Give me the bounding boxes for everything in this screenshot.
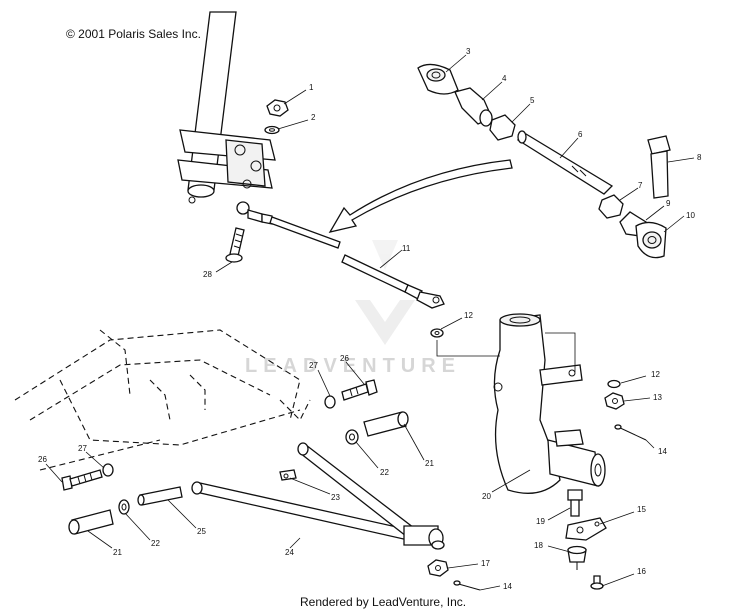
rod-end-10 bbox=[635, 221, 667, 259]
bushing-21-right bbox=[363, 411, 409, 437]
bushing-21-left bbox=[68, 509, 114, 535]
callout-22-right: 22 bbox=[380, 468, 389, 477]
bolt-26-right bbox=[341, 379, 378, 401]
rod-end-3 bbox=[417, 63, 459, 95]
callout-27-right: 27 bbox=[309, 361, 318, 370]
callout-19: 19 bbox=[536, 517, 545, 526]
nut-1 bbox=[266, 99, 289, 117]
washer-27-right bbox=[324, 395, 336, 409]
bushing-25 bbox=[137, 486, 183, 506]
nut-13 bbox=[604, 392, 625, 410]
callout-21-left: 21 bbox=[113, 548, 122, 557]
ball-joint-18 bbox=[567, 545, 587, 570]
callout-22-left: 22 bbox=[151, 539, 160, 548]
washer-22-right bbox=[345, 429, 359, 445]
bolt-19 bbox=[567, 489, 583, 517]
tie-rod-11 bbox=[236, 201, 445, 309]
callout-5: 5 bbox=[530, 96, 535, 105]
watermark-text: LEADVENTURE bbox=[245, 355, 462, 377]
steering-post bbox=[177, 11, 276, 204]
callout-12-top: 12 bbox=[464, 311, 473, 320]
callout-25: 25 bbox=[197, 527, 206, 536]
callout-14-lower: 14 bbox=[503, 582, 512, 591]
callout-17: 17 bbox=[481, 559, 490, 568]
frame-outline bbox=[14, 329, 311, 471]
plate-15 bbox=[565, 517, 607, 541]
grease-fitting-23 bbox=[279, 469, 297, 481]
callout-1: 1 bbox=[309, 83, 314, 92]
callout-27-left: 27 bbox=[78, 444, 87, 453]
callout-11: 11 bbox=[402, 244, 411, 253]
footer-credit: Rendered by LeadVenture, Inc. bbox=[300, 595, 467, 609]
callout-12-right: 12 bbox=[651, 370, 660, 379]
callout-23: 23 bbox=[331, 493, 340, 502]
callout-leaders bbox=[45, 54, 695, 591]
direction-arrow bbox=[328, 159, 513, 233]
washer-12-right bbox=[607, 379, 621, 389]
nut-7 bbox=[598, 194, 624, 219]
callout-4: 4 bbox=[502, 74, 507, 83]
washer-27-left bbox=[102, 463, 114, 477]
bolt-16 bbox=[590, 575, 604, 590]
cotter-pin-14-right bbox=[614, 424, 647, 441]
callout-7: 7 bbox=[638, 181, 643, 190]
watermark-logo bbox=[355, 240, 415, 345]
callout-26-left: 26 bbox=[38, 455, 47, 464]
callout-6: 6 bbox=[578, 130, 583, 139]
nut-5 bbox=[489, 114, 516, 141]
callout-20: 20 bbox=[482, 492, 491, 501]
cotter-pin-14-lower bbox=[453, 580, 481, 591]
a-arm-24 bbox=[191, 442, 445, 550]
nut-17 bbox=[427, 559, 449, 577]
washer-12-top bbox=[430, 328, 444, 338]
callout-14-right: 14 bbox=[658, 447, 667, 456]
callout-13: 13 bbox=[653, 393, 662, 402]
callout-10: 10 bbox=[686, 211, 695, 220]
assembly-leaders bbox=[436, 332, 576, 372]
callout-numbers: 1 2 3 4 5 6 7 8 9 10 11 12 12 13 14 14 1… bbox=[38, 47, 702, 591]
bolt-26-left bbox=[61, 469, 103, 491]
callout-9: 9 bbox=[666, 199, 671, 208]
callout-15: 15 bbox=[637, 505, 646, 514]
callout-26-right: 26 bbox=[340, 354, 349, 363]
callout-28: 28 bbox=[203, 270, 212, 279]
callout-2: 2 bbox=[311, 113, 316, 122]
adjuster-6 bbox=[516, 130, 614, 195]
bolt-28 bbox=[225, 227, 245, 263]
copyright-text: © 2001 Polaris Sales Inc. bbox=[66, 27, 201, 41]
washer-22-left bbox=[118, 499, 130, 515]
callout-18: 18 bbox=[534, 541, 543, 550]
callout-24: 24 bbox=[285, 548, 294, 557]
washer-2 bbox=[264, 125, 280, 135]
boot-4 bbox=[454, 87, 493, 127]
spindle-20 bbox=[493, 313, 606, 494]
callout-8: 8 bbox=[697, 153, 702, 162]
callout-16: 16 bbox=[637, 567, 646, 576]
callout-3: 3 bbox=[466, 47, 471, 56]
bolt-8 bbox=[647, 135, 671, 199]
callout-21-right: 21 bbox=[425, 459, 434, 468]
